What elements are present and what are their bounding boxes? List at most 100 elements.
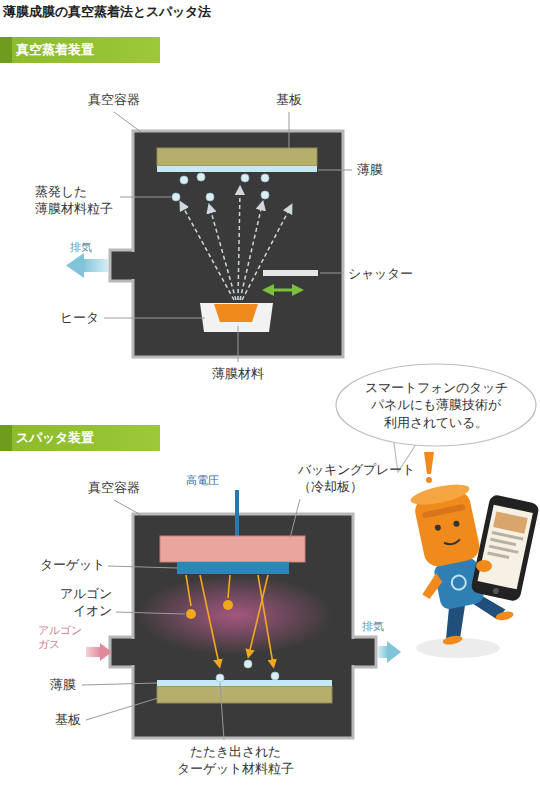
banner-text: 真空蒸着装置 xyxy=(16,41,94,59)
vapor-paths xyxy=(182,190,290,300)
smartphone xyxy=(489,545,519,554)
heater xyxy=(200,303,273,332)
argon-gas-arrow xyxy=(100,643,112,661)
evaporated-particles xyxy=(206,193,214,201)
section-banner: スパッタ装置 xyxy=(0,425,160,451)
node-text: 真空蒸着装置 xyxy=(16,41,94,59)
part-label: ターゲット xyxy=(40,557,105,574)
evaporated-particles xyxy=(241,174,249,182)
thin-film xyxy=(157,680,332,686)
mascot xyxy=(419,572,446,600)
high-voltage-wire xyxy=(237,490,238,537)
sputter-chamber xyxy=(348,639,356,665)
sputter-chamber xyxy=(346,637,376,667)
smartphone xyxy=(470,494,540,602)
mascot xyxy=(453,520,460,527)
vapor-paths xyxy=(210,208,236,300)
part-label: シャッター xyxy=(348,266,413,283)
mascot xyxy=(495,610,514,622)
leader-lines xyxy=(82,683,157,685)
substrate xyxy=(157,148,317,166)
substrate xyxy=(157,148,317,166)
evaporated-particles xyxy=(261,191,269,199)
vapor-paths xyxy=(240,205,262,300)
mascot xyxy=(442,634,463,646)
leader-lines xyxy=(289,112,290,149)
sputter-chamber xyxy=(110,514,376,738)
title-text: 薄膜成膜の真空蒸着法とスパッタ法 xyxy=(3,3,211,21)
smartphone xyxy=(493,511,528,533)
part-label: アルゴン イオン xyxy=(60,586,112,620)
evaporation-chamber xyxy=(110,131,343,357)
target xyxy=(177,562,289,574)
backing-plate xyxy=(160,536,305,562)
sputter-chamber xyxy=(133,514,353,738)
sputtered-particles xyxy=(271,672,279,680)
ion-paths xyxy=(249,575,268,654)
part-label: 真空容器 xyxy=(88,480,140,497)
target xyxy=(177,562,289,574)
exclamation-mark xyxy=(424,452,434,483)
leader-lines xyxy=(108,566,178,568)
substrate xyxy=(157,686,332,703)
leader-lines xyxy=(114,112,141,132)
argon-ions xyxy=(223,600,233,610)
mascot xyxy=(421,504,465,519)
leader-lines xyxy=(116,612,185,614)
part-label: 真空容器 xyxy=(88,92,140,109)
exhaust-arrow xyxy=(378,646,388,658)
plasma-glow xyxy=(137,575,333,655)
exhaust-arrow xyxy=(66,253,108,278)
argon-ions xyxy=(186,600,233,619)
thin-film xyxy=(157,166,317,172)
leader-lines xyxy=(104,318,205,319)
smartphone xyxy=(478,505,533,590)
part-label: たたき出された ターゲット材料粒子 xyxy=(177,744,294,778)
argon-ions xyxy=(186,609,196,619)
part-label: 薄膜材料 xyxy=(212,366,264,383)
vapor-paths xyxy=(182,205,234,300)
smartphone xyxy=(492,587,499,594)
section-banner: 真空蒸着装置 xyxy=(0,37,160,63)
part-label: アルゴン ガス xyxy=(38,624,82,653)
backing-plate xyxy=(160,536,305,562)
leader-lines xyxy=(238,326,239,362)
part-label: ヒータ xyxy=(60,310,99,327)
shutter xyxy=(263,270,318,290)
evaporation-chamber xyxy=(133,131,343,357)
banner-text: スパッタ装置 xyxy=(16,429,94,447)
exclamation-mark xyxy=(426,477,432,483)
ion-paths xyxy=(200,575,219,664)
exhaust-arrow xyxy=(378,641,401,663)
node-text: スマートフォンのタッチ パネルにも薄膜技術が 利用されている。 xyxy=(365,379,508,432)
sputter-chamber xyxy=(130,639,138,665)
ion-paths xyxy=(186,575,191,606)
exclamation-mark xyxy=(424,452,434,474)
part-label: バッキングプレート （冷却板） xyxy=(298,462,415,496)
mascot xyxy=(434,524,441,531)
part-label: 排気 xyxy=(362,620,384,634)
mascot-hand xyxy=(476,560,492,572)
evaporated-particles xyxy=(172,193,180,201)
argon-gas-arrow xyxy=(86,643,112,661)
evaporated-particles xyxy=(197,173,205,181)
evaporated-particles xyxy=(261,174,269,182)
node-text: スパッタ装置 xyxy=(16,429,94,447)
leader-lines xyxy=(290,499,300,538)
vapor-paths xyxy=(242,208,290,300)
mascot xyxy=(444,539,460,545)
plasma-glow xyxy=(137,575,333,655)
part-label: 蒸発した 薄膜材料粒子 xyxy=(35,184,113,218)
speech-bubble: スマートフォンのタッチ パネルにも薄膜技術が 利用されている。 xyxy=(334,362,538,448)
ion-paths xyxy=(228,575,230,598)
smartphone xyxy=(470,494,540,602)
bubble-text: スマートフォンのタッチ パネルにも薄膜技術が 利用されている。 xyxy=(365,379,508,432)
shutter xyxy=(263,270,318,276)
exhaust-arrow xyxy=(66,253,84,278)
leader-lines xyxy=(220,683,224,740)
argon-gas-arrow xyxy=(86,647,101,657)
leader-lines xyxy=(86,698,158,720)
mascot-hand xyxy=(476,560,492,572)
leader-lines xyxy=(120,197,171,198)
